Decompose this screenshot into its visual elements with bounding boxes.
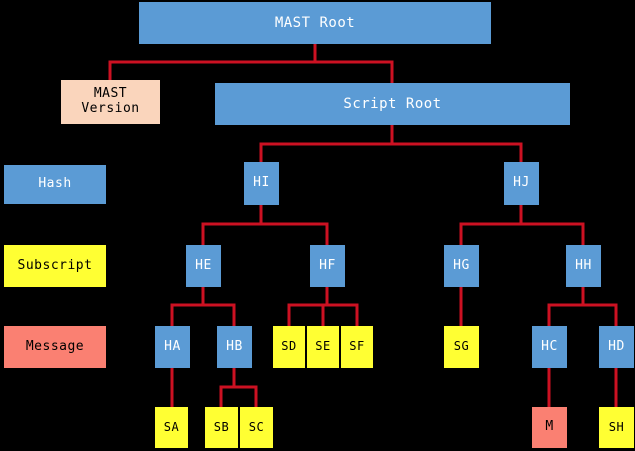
- edge-hf-to-sf: [325, 287, 359, 326]
- node-hj[interactable]: HJ: [504, 162, 539, 205]
- edge-hj-to-hh: [519, 205, 585, 245]
- edge-mast-root-to-script-root: [313, 44, 394, 83]
- node-hc[interactable]: HC: [532, 326, 567, 368]
- node-se[interactable]: SE: [307, 326, 339, 368]
- edge-hj-to-hg: [459, 205, 523, 245]
- edge-hh-to-hc: [547, 287, 585, 326]
- node-hi[interactable]: HI: [244, 162, 279, 205]
- legend-item-message[interactable]: Message: [4, 326, 106, 368]
- node-hd[interactable]: HD: [599, 326, 634, 368]
- node-ha[interactable]: HA: [155, 326, 190, 368]
- node-hg[interactable]: HG: [444, 245, 479, 287]
- edge-hf-to-se: [321, 287, 329, 326]
- node-sb[interactable]: SB: [205, 407, 238, 448]
- edge-hi-to-he: [201, 205, 263, 245]
- node-sa[interactable]: SA: [155, 407, 188, 448]
- legend-item-hash[interactable]: Hash: [4, 165, 106, 204]
- node-script-root[interactable]: Script Root: [215, 83, 570, 125]
- edge-hi-to-hf: [259, 205, 329, 245]
- node-sd[interactable]: SD: [273, 326, 305, 368]
- edge-hb-to-sc: [232, 368, 258, 407]
- node-mast-root[interactable]: MAST Root: [139, 2, 491, 44]
- edge-mast-root-to-mast-version: [108, 44, 317, 80]
- node-m[interactable]: M: [532, 407, 567, 448]
- edge-script-root-to-hi: [259, 125, 394, 162]
- node-hh[interactable]: HH: [566, 245, 601, 287]
- node-hf[interactable]: HF: [310, 245, 345, 287]
- node-hb[interactable]: HB: [217, 326, 252, 368]
- node-sh[interactable]: SH: [599, 407, 634, 448]
- node-sc[interactable]: SC: [240, 407, 273, 448]
- node-mast-version[interactable]: MAST Version: [61, 80, 160, 124]
- node-sf[interactable]: SF: [341, 326, 373, 368]
- edge-he-to-ha: [170, 287, 205, 326]
- node-he[interactable]: HE: [186, 245, 221, 287]
- edge-script-root-to-hj: [390, 125, 523, 162]
- edge-he-to-hb: [201, 287, 236, 326]
- edge-hb-to-sb: [219, 368, 236, 407]
- node-sg[interactable]: SG: [444, 326, 479, 368]
- edge-hh-to-hd: [581, 287, 618, 326]
- legend-item-subscript[interactable]: Subscript: [4, 245, 106, 287]
- edge-hf-to-sd: [287, 287, 329, 326]
